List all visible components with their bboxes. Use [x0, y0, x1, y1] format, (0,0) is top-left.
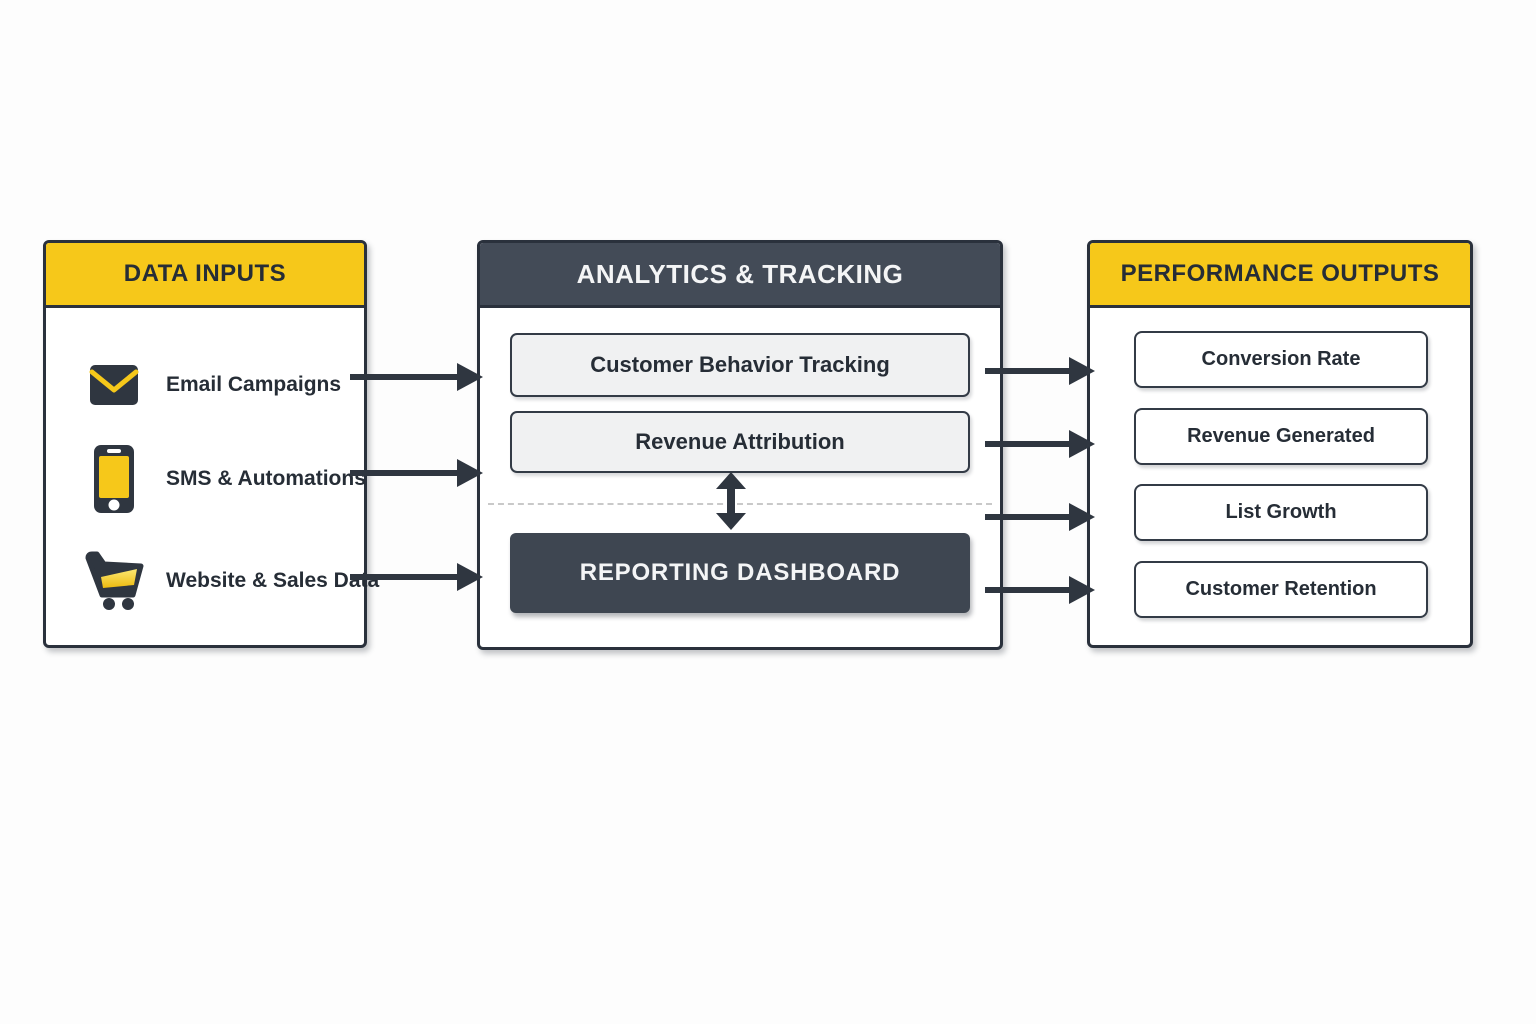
analytics-tracking-title: ANALYTICS & TRACKING: [576, 258, 904, 289]
reporting-dashboard-label: REPORTING DASHBOARD: [579, 559, 901, 586]
arrow-head: [1069, 357, 1095, 385]
input-item-label: SMS & Automations: [166, 467, 366, 490]
arrow-head: [1069, 503, 1095, 531]
analytics-tracking-header: ANALYTICS & TRACKING: [480, 243, 1000, 308]
data-inputs-header: DATA INPUTS: [46, 243, 364, 308]
input-item-email-campaigns: Email Campaigns: [82, 343, 356, 427]
data-inputs-title: DATA INPUTS: [123, 260, 287, 287]
arrow-to-conversion-rate: [985, 356, 1095, 386]
arrow-up-head: [716, 472, 746, 489]
arrow-sms-to-analytics: [350, 458, 483, 488]
revenue-generated-label: Revenue Generated: [1187, 425, 1375, 447]
arrow-to-revenue-generated: [985, 429, 1095, 459]
performance-outputs-panel: PERFORMANCE OUTPUTS Conversion Rate Reve…: [1087, 240, 1473, 648]
arrow-shaft: [350, 374, 459, 380]
phone-icon: [82, 444, 146, 514]
bidirectional-arrow: [715, 472, 747, 530]
revenue-attribution-label: Revenue Attribution: [635, 429, 845, 454]
conversion-rate-label: Conversion Rate: [1201, 348, 1361, 370]
arrow-shaft: [985, 441, 1071, 447]
arrow-shaft: [350, 470, 459, 476]
performance-outputs-header: PERFORMANCE OUTPUTS: [1090, 243, 1470, 308]
customer-behavior-tracking-box: Customer Behavior Tracking: [510, 333, 970, 397]
arrow-to-list-growth: [985, 502, 1095, 532]
revenue-generated-box: Revenue Generated: [1134, 408, 1428, 465]
arrow-head: [1069, 576, 1095, 604]
list-growth-box: List Growth: [1134, 484, 1428, 541]
arrow-shaft: [985, 514, 1071, 520]
customer-retention-box: Customer Retention: [1134, 561, 1428, 618]
reporting-dashboard-box: REPORTING DASHBOARD: [510, 533, 970, 613]
arrow-shaft: [727, 489, 735, 513]
email-icon: [82, 364, 146, 406]
arrow-to-customer-retention: [985, 575, 1095, 605]
dashed-divider: [488, 503, 992, 505]
arrow-head: [1069, 430, 1095, 458]
customer-behavior-tracking-label: Customer Behavior Tracking: [590, 352, 890, 377]
input-item-label: Website & Sales Data: [166, 569, 380, 592]
arrow-email-to-analytics: [350, 362, 483, 392]
arrow-website-to-analytics: [350, 562, 483, 592]
arrow-head: [457, 363, 483, 391]
arrow-shaft: [985, 368, 1071, 374]
arrow-head: [457, 459, 483, 487]
input-item-website-sales: Website & Sales Data: [82, 539, 379, 623]
input-item-label: Email Campaigns: [166, 373, 342, 396]
customer-retention-label: Customer Retention: [1185, 578, 1377, 600]
list-growth-label: List Growth: [1225, 501, 1337, 523]
arrow-shaft: [985, 587, 1071, 593]
cart-icon: [82, 551, 146, 611]
arrow-head: [457, 563, 483, 591]
arrow-down-head: [716, 513, 746, 530]
analytics-tracking-panel: ANALYTICS & TRACKING Customer Behavior T…: [477, 240, 1003, 650]
arrow-shaft: [350, 574, 459, 580]
input-item-sms-automations: SMS & Automations: [82, 437, 366, 521]
conversion-rate-box: Conversion Rate: [1134, 331, 1428, 388]
revenue-attribution-box: Revenue Attribution: [510, 411, 970, 473]
data-inputs-panel: DATA INPUTS Email Campaigns SMS & Au: [43, 240, 379, 648]
performance-outputs-title: PERFORMANCE OUTPUTS: [1120, 260, 1440, 287]
